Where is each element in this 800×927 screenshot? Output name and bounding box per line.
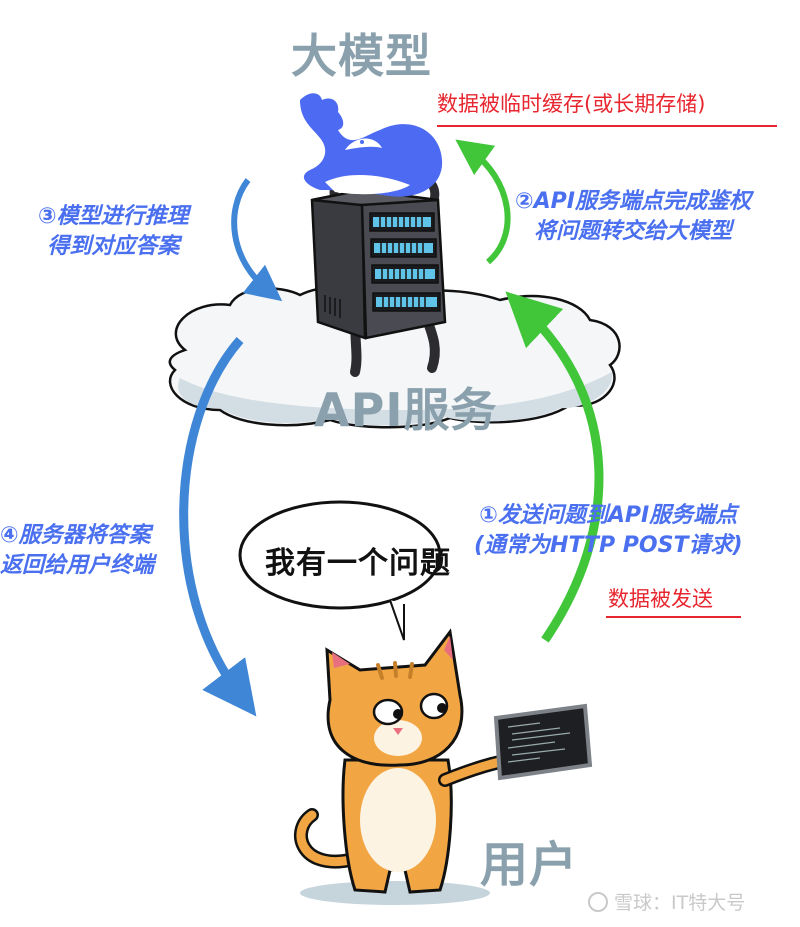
snowball-logo-icon — [588, 891, 608, 912]
api-service-label: API服务 — [314, 383, 498, 437]
cache-note-underline — [437, 125, 777, 127]
step4-number: ④ — [0, 523, 19, 548]
step3-number: ③ — [38, 204, 57, 229]
step1-text: ①发送问题到API服务端点 (通常为HTTP POST请求) — [474, 503, 743, 558]
step1-number: ① — [479, 503, 498, 528]
arrow-step1 — [505, 291, 604, 643]
speech-bubble-shape — [238, 500, 442, 641]
arrow-step4 — [179, 337, 257, 717]
step4-text: ④服务器将答案 返回给用户终端 — [0, 523, 155, 578]
cache-note: 数据被临时缓存(或长期存储) — [437, 92, 706, 116]
arrow-step2 — [455, 139, 511, 265]
step2-number: ② — [515, 189, 534, 214]
cat-icon — [294, 628, 593, 905]
watermark-text: 雪球：IT特大号 — [614, 892, 746, 914]
arrow-step3 — [231, 178, 283, 302]
sent-note-underline — [606, 616, 741, 618]
llm-label: 大模型 — [291, 29, 432, 83]
step3-text: ③模型进行推理 得到对应答案 — [38, 204, 189, 259]
sent-note: 数据被发送 — [608, 587, 713, 611]
user-label: 用户 — [480, 837, 579, 893]
step2-text: ②API服务端点完成鉴权 将问题转交给大模型 — [515, 189, 751, 244]
server-icon — [310, 169, 447, 377]
whale-icon — [300, 93, 443, 197]
watermark: 雪球：IT特大号 — [588, 888, 745, 915]
speech-bubble-text: 我有一个问题 — [265, 546, 451, 581]
